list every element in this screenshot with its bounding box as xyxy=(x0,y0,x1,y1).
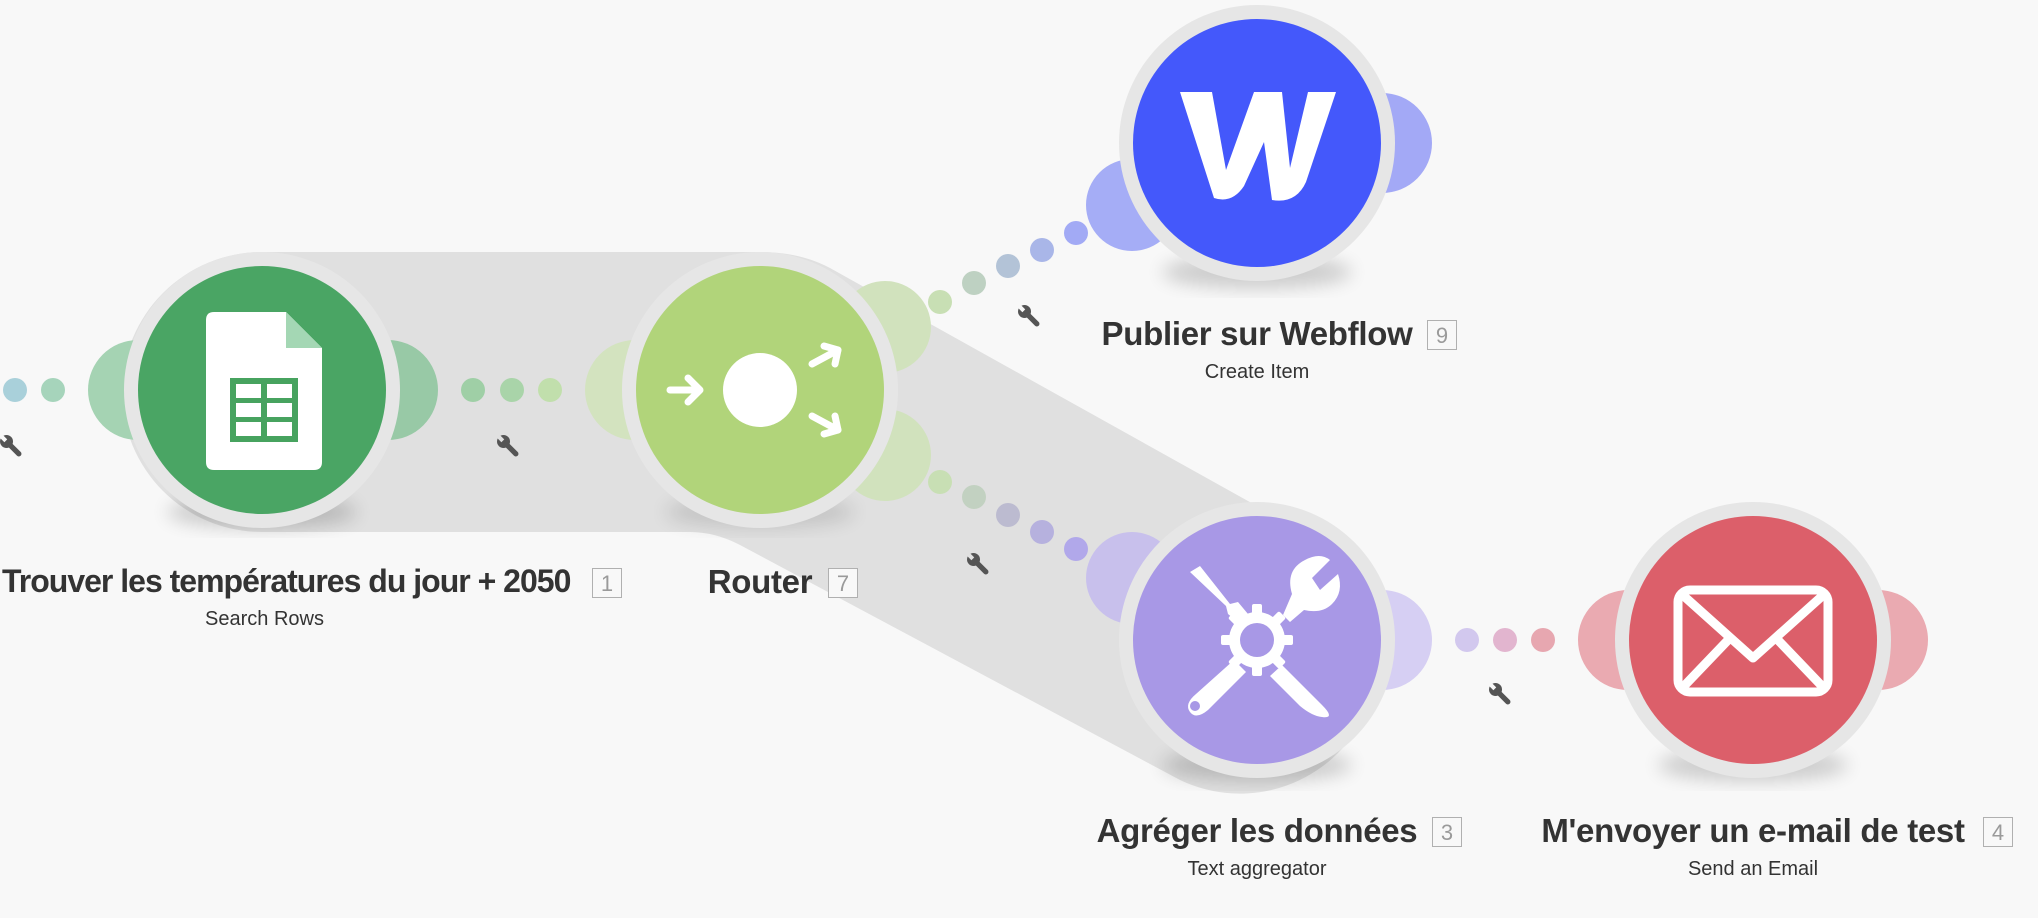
connection-sheets-router[interactable] xyxy=(461,378,562,402)
connection-left[interactable] xyxy=(3,378,65,402)
email-icon xyxy=(1673,585,1833,697)
module-webflow[interactable] xyxy=(1086,5,1432,288)
module-email[interactable] xyxy=(1578,502,1928,781)
module-subtitle: Create Item xyxy=(1204,361,1310,383)
module-subtitle: Search Rows xyxy=(205,608,324,630)
google-sheets-icon xyxy=(206,312,322,470)
module-subtitle: Send an Email xyxy=(1687,858,1819,880)
module-title: Publier sur Webflow xyxy=(1101,315,1413,352)
module-id-badge: 3 xyxy=(1432,817,1462,847)
module-title: M'envoyer un e-mail de test xyxy=(1541,812,1965,849)
tools-icon xyxy=(1188,556,1340,718)
webflow-icon xyxy=(1180,92,1336,201)
module-id-badge: 9 xyxy=(1427,320,1457,350)
connection-aggregator-email[interactable] xyxy=(1455,628,1555,652)
module-title: Agréger les données xyxy=(1096,812,1418,849)
module-label-aggregator: Agréger les données Text aggregator xyxy=(1082,812,1432,881)
router-icon xyxy=(666,342,842,438)
filter-wrench-icon xyxy=(1487,681,1511,705)
filter-wrench-icon xyxy=(1016,303,1040,327)
connection-router-webflow[interactable] xyxy=(928,221,1088,314)
connection-router-aggregator[interactable] xyxy=(928,470,1088,561)
filter-wrench-icon xyxy=(495,433,519,457)
module-label-sheets: Trouver les températures du jour + 2050 … xyxy=(2,563,571,631)
module-label-email: M'envoyer un e-mail de test Send an Emai… xyxy=(1528,812,1978,881)
module-label-webflow: Publier sur Webflow Create Item xyxy=(1082,315,1432,384)
module-id-badge: 7 xyxy=(828,568,858,598)
filter-wrench-icon xyxy=(0,433,22,457)
module-id-badge: 1 xyxy=(592,568,622,598)
module-router[interactable] xyxy=(585,252,931,528)
module-title: Trouver les températures du jour + 2050 xyxy=(2,563,571,599)
filter-wrench-icon xyxy=(965,551,989,575)
module-id-badge: 4 xyxy=(1983,817,2013,847)
module-google-sheets[interactable] xyxy=(88,252,438,528)
module-text-aggregator[interactable] xyxy=(1086,502,1432,781)
module-label-router: Router xyxy=(700,563,820,601)
module-subtitle: Text aggregator xyxy=(1187,858,1327,880)
module-title: Router xyxy=(707,563,813,600)
